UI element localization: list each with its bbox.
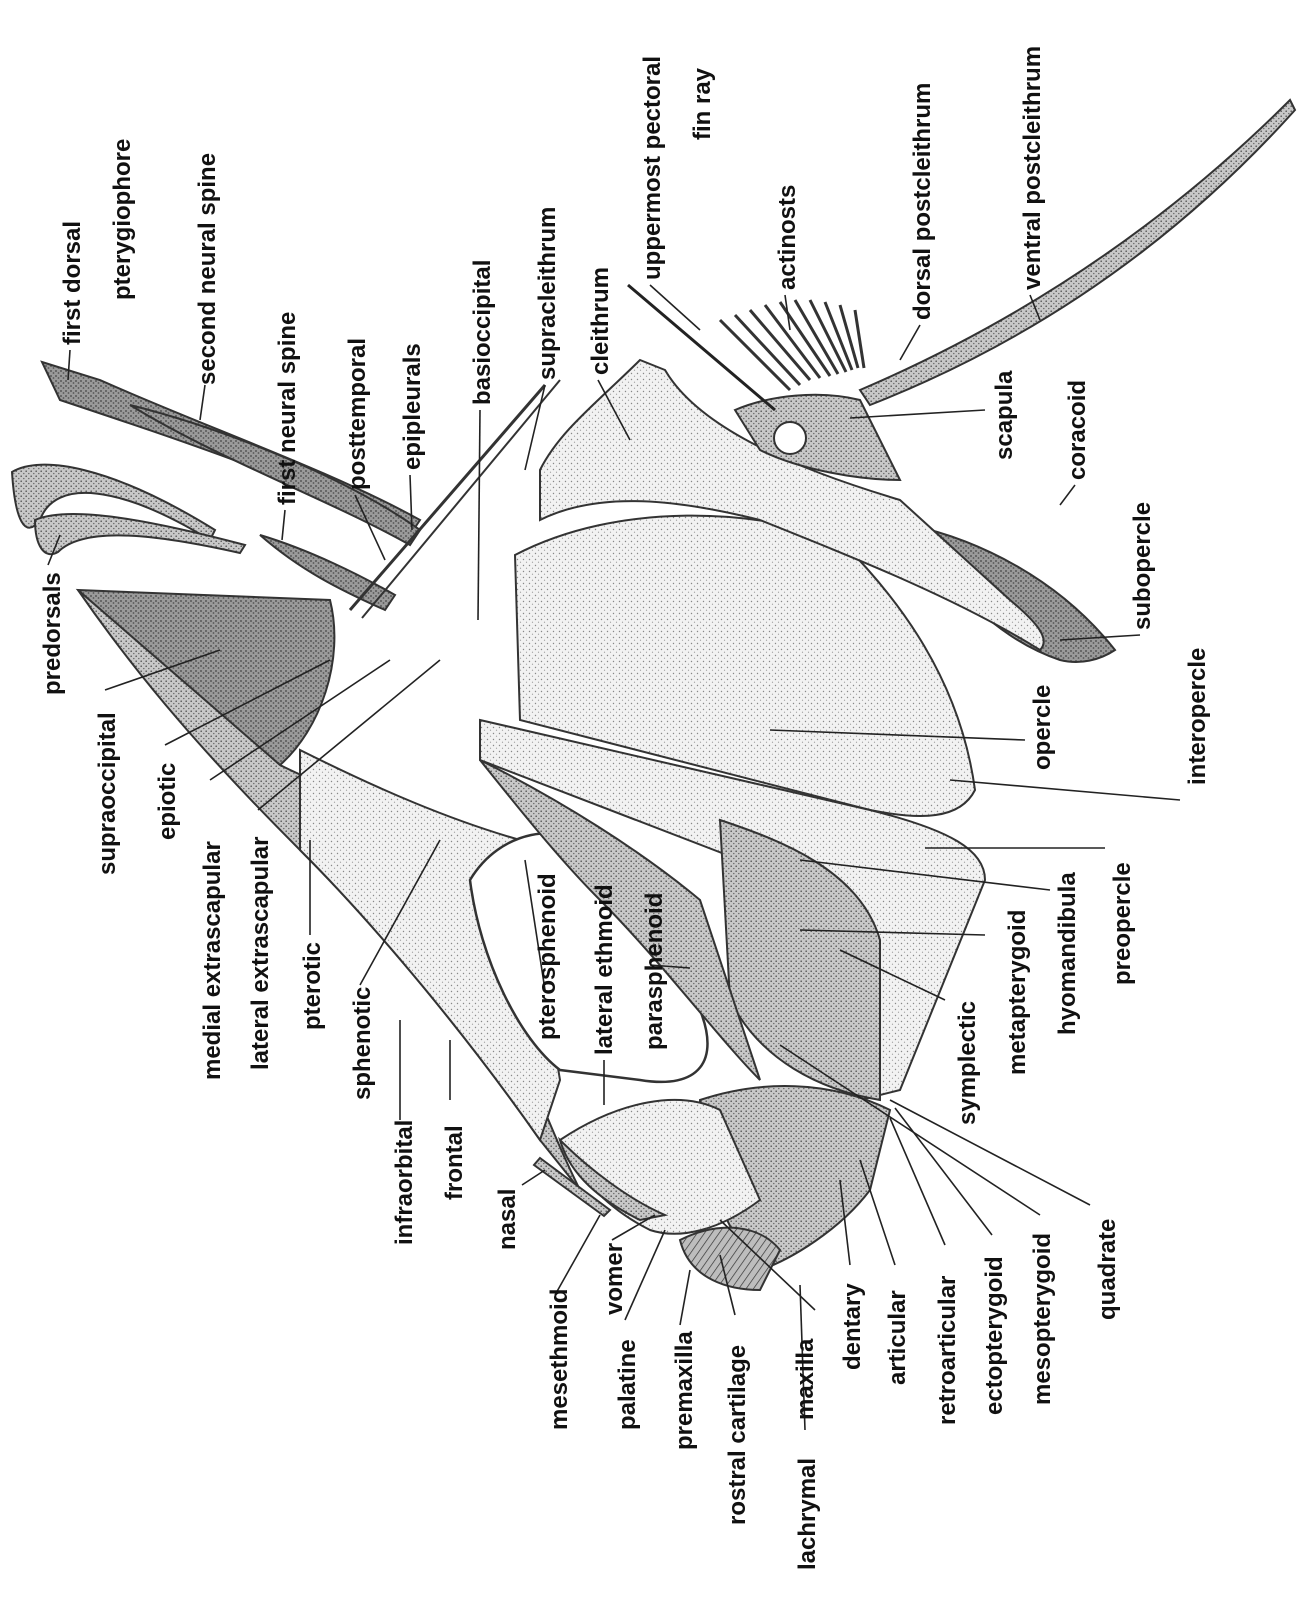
- label-ectopterygoid: ectopterygoid: [981, 1256, 1008, 1415]
- label-pterosphenoid: pterosphenoid: [534, 873, 561, 1040]
- label-first-neural-spine: first neural spine: [274, 312, 301, 505]
- leader-coracoid: [1060, 485, 1075, 505]
- label-interopercle: interopercle: [1184, 648, 1211, 785]
- leader-scapula: [850, 410, 985, 418]
- label-nasal: nasal: [494, 1189, 521, 1250]
- leader-articular: [860, 1160, 895, 1265]
- label-vomer: vomer: [601, 1243, 628, 1315]
- label-lachrymal: lachrymal: [794, 1458, 821, 1570]
- label-first-dorsal: first dorsal: [59, 221, 86, 345]
- label-lateral-ethmoid: lateral ethmoid: [591, 884, 618, 1055]
- leader-nasal: [522, 1170, 545, 1185]
- label-metapterygoid: metapterygoid: [1004, 910, 1031, 1075]
- label-fin-ray: fin ray: [689, 67, 716, 140]
- label-rostral-cartilage: rostral cartilage: [724, 1345, 751, 1525]
- label-medial-extrascapular: medial extrascapular: [199, 841, 226, 1080]
- leader-premaxilla: [680, 1270, 690, 1325]
- label-mesopterygoid: mesopterygoid: [1029, 1233, 1056, 1405]
- actinosts-fan: [720, 300, 864, 390]
- leader-palatine: [625, 1230, 665, 1320]
- label-frontal: frontal: [441, 1125, 468, 1200]
- label-scapula: scapula: [991, 370, 1018, 460]
- leader-basioccipital: [478, 410, 480, 620]
- scapular-foramen: [774, 422, 806, 454]
- label-quadrate: quadrate: [1094, 1219, 1121, 1320]
- label-supraoccipital: supraoccipital: [94, 712, 121, 875]
- label-epipleurals: epipleurals: [399, 343, 426, 470]
- label-dorsal-postcleithrum: dorsal postcleithrum: [909, 83, 936, 320]
- label-pterygiophore: pterygiophore: [109, 139, 136, 300]
- label-palatine: palatine: [614, 1339, 641, 1430]
- label-subopercle: subopercle: [1129, 502, 1156, 630]
- leader-dorsal-postcleithrum: [900, 325, 920, 360]
- label-pterotic: pterotic: [299, 942, 326, 1030]
- label-opercle: opercle: [1029, 685, 1056, 770]
- leader-first-neural-spine: [282, 510, 285, 540]
- label-retroarticular: retroarticular: [934, 1276, 961, 1425]
- label-mesethmoid: mesethmoid: [546, 1289, 573, 1430]
- label-ventral-postcleithrum: ventral postcleithrum: [1019, 46, 1046, 290]
- leader-mesethmoid: [555, 1215, 600, 1295]
- label-dentary: dentary: [839, 1283, 866, 1370]
- label-actinosts: actinosts: [774, 185, 801, 290]
- leader-second-neural-spine: [200, 385, 205, 420]
- label-cleithrum: cleithrum: [587, 267, 614, 375]
- maxilla-lachrymal: [680, 1228, 780, 1290]
- label-lateral-extrascapular: lateral extrascapular: [247, 837, 274, 1070]
- label-parasphenoid: parasphenoid: [641, 893, 668, 1050]
- label-predorsals: predorsals: [39, 572, 66, 695]
- label-coracoid: coracoid: [1064, 380, 1091, 480]
- label-articular: articular: [884, 1290, 911, 1385]
- label-second-neural-spine: second neural spine: [194, 153, 221, 385]
- label-epiotic: epiotic: [154, 763, 181, 840]
- label-infraorbital: infraorbital: [391, 1120, 418, 1245]
- leader-interopercle: [950, 780, 1180, 800]
- label-premaxilla: premaxilla: [671, 1331, 698, 1450]
- label-sphenotic: sphenotic: [349, 987, 376, 1100]
- label-symplectic: symplectic: [954, 1001, 981, 1125]
- label-basioccipital: basioccipital: [469, 260, 496, 405]
- leader-ectopterygoid: [895, 1108, 992, 1235]
- label-maxilla: maxilla: [792, 1338, 819, 1420]
- label-uppermost-pectoral: uppermost pectoral: [639, 56, 666, 280]
- label-supracleithrum: supracleithrum: [534, 207, 561, 380]
- label-posttemporal: posttemporal: [344, 338, 371, 490]
- label-hyomandibula: hyomandibula: [1054, 872, 1081, 1035]
- label-preopercle: preopercle: [1109, 862, 1136, 985]
